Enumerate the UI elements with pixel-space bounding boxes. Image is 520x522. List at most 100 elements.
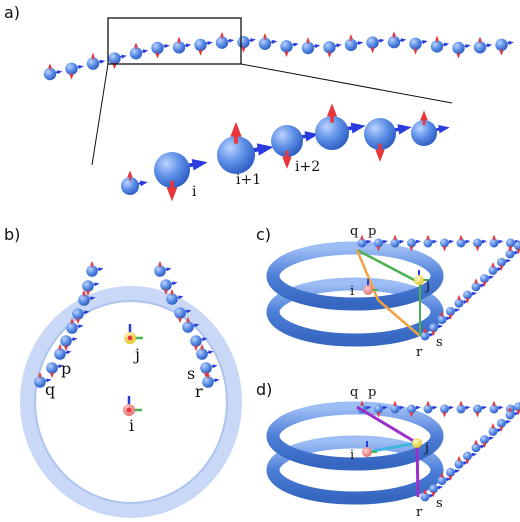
- label-d-j: j: [423, 441, 429, 456]
- arrowhead: [508, 245, 512, 251]
- bead-sphere: [258, 37, 272, 50]
- bead-sphere: [463, 290, 472, 300]
- zoom-line-right: [240, 63, 453, 104]
- panel-a-chain: [43, 31, 514, 81]
- bead: [237, 35, 256, 53]
- bead-sphere: [65, 62, 78, 75]
- bead: [514, 241, 520, 255]
- arrowhead: [64, 346, 68, 352]
- arrowhead: [76, 319, 80, 325]
- arrowhead: [454, 469, 461, 474]
- arrowhead: [155, 53, 160, 59]
- arrowhead: [56, 70, 63, 75]
- arrowhead: [482, 282, 487, 288]
- arrowhead: [142, 49, 149, 54]
- arrowhead: [46, 378, 52, 383]
- bead-sphere: [196, 348, 208, 360]
- bead: [488, 261, 503, 275]
- arrowhead: [465, 239, 471, 244]
- arrowhead: [413, 49, 418, 55]
- bead: [258, 32, 278, 50]
- bead-sphere: [440, 238, 449, 248]
- bead-sphere: [174, 307, 186, 319]
- label-b-s: s: [187, 364, 195, 383]
- bead: [166, 288, 184, 305]
- arrowhead: [212, 364, 218, 369]
- panel-c-label: c): [256, 225, 271, 244]
- arrowhead: [459, 400, 463, 406]
- bead: [129, 42, 149, 60]
- bead: [78, 289, 96, 306]
- arrowhead: [409, 412, 414, 418]
- arrowhead: [178, 318, 182, 324]
- bead: [463, 451, 478, 465]
- bead: [154, 260, 172, 277]
- panel-d-j: [412, 438, 422, 448]
- arrowhead: [423, 488, 427, 494]
- arrowhead: [230, 121, 242, 137]
- arrowhead: [134, 42, 138, 48]
- bead: [172, 36, 192, 54]
- arrowhead: [486, 43, 493, 48]
- bead-sphere: [471, 282, 481, 292]
- label-d-q: q: [350, 385, 358, 400]
- arrowhead: [420, 110, 428, 121]
- arrowhead: [488, 436, 495, 441]
- bead: [374, 404, 389, 418]
- bead: [387, 31, 407, 49]
- bead-sphere: [437, 315, 447, 325]
- bead: [471, 439, 486, 453]
- arrowhead: [499, 427, 504, 432]
- bead-sphere: [280, 40, 293, 53]
- bead: [86, 260, 104, 277]
- bead-sphere: [151, 41, 164, 55]
- arrowhead: [357, 41, 364, 46]
- zoom-label-i: i: [192, 184, 197, 200]
- panel-d-bottom-chain: [420, 402, 520, 502]
- bead: [315, 103, 366, 150]
- bead: [43, 63, 63, 81]
- arrowhead: [491, 261, 495, 267]
- arrowhead: [393, 400, 397, 406]
- arrowhead: [498, 405, 504, 410]
- bead-sphere: [271, 125, 303, 157]
- bead-sphere: [514, 402, 520, 412]
- arrowhead: [112, 64, 117, 70]
- bead-sphere: [374, 404, 383, 414]
- bead: [374, 238, 389, 252]
- panel-b-right-chain: [154, 260, 220, 388]
- arrowhead: [271, 39, 278, 44]
- arrowhead: [448, 315, 453, 320]
- bead-sphere: [366, 36, 379, 49]
- bead: [473, 238, 488, 252]
- arrowhead: [360, 234, 364, 240]
- helix-c: [266, 241, 444, 347]
- arrowhead: [82, 289, 86, 295]
- arrowhead: [214, 378, 220, 383]
- bead: [473, 404, 488, 418]
- bead-sphere: [121, 177, 139, 195]
- bead-sphere: [480, 274, 489, 284]
- arrowhead: [376, 412, 381, 418]
- bead-sphere: [194, 38, 207, 52]
- bead-sphere: [473, 404, 482, 414]
- bead-sphere: [429, 323, 438, 333]
- bead: [446, 306, 461, 320]
- bead-sphere: [202, 376, 214, 388]
- arrowhead: [90, 260, 94, 266]
- bead-sphere: [315, 116, 349, 150]
- arrowhead: [516, 410, 520, 416]
- bead-sphere: [154, 265, 166, 277]
- arrowhead: [198, 50, 203, 56]
- bead-sphere: [82, 280, 94, 292]
- bead-sphere: [514, 241, 520, 251]
- arrowhead: [475, 246, 480, 252]
- arrowhead: [440, 472, 444, 477]
- bead-sphere: [497, 257, 506, 267]
- arrowhead: [397, 124, 412, 135]
- bead: [456, 400, 471, 414]
- bead: [54, 343, 72, 360]
- bead: [174, 307, 192, 324]
- arrowhead: [293, 42, 299, 47]
